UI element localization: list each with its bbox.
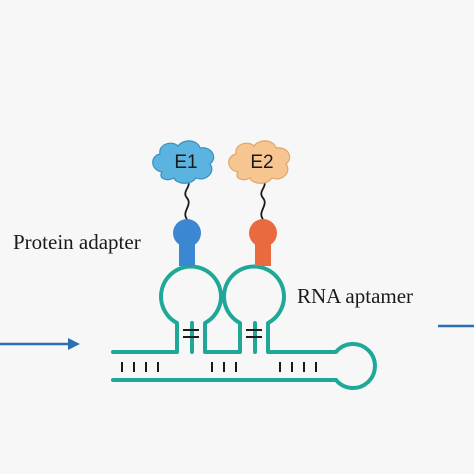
protein-adapter-blue [173, 219, 201, 266]
linker-e2 [260, 179, 266, 220]
linker-e1 [184, 179, 190, 220]
stem-base-pairs [183, 329, 262, 338]
protein-adapter-label: Protein adapter [13, 230, 141, 254]
enzyme-e2-label: E2 [250, 152, 273, 173]
rna-aptamer-label: RNA aptamer [297, 284, 413, 308]
enzyme-e1-label: E1 [174, 152, 197, 173]
incoming-arrow [0, 338, 80, 350]
enzyme-e1-cloud [152, 140, 215, 184]
enzyme-e2-cloud [228, 140, 291, 184]
protein-adapter-orange [249, 219, 277, 266]
base-pairs [121, 362, 317, 372]
